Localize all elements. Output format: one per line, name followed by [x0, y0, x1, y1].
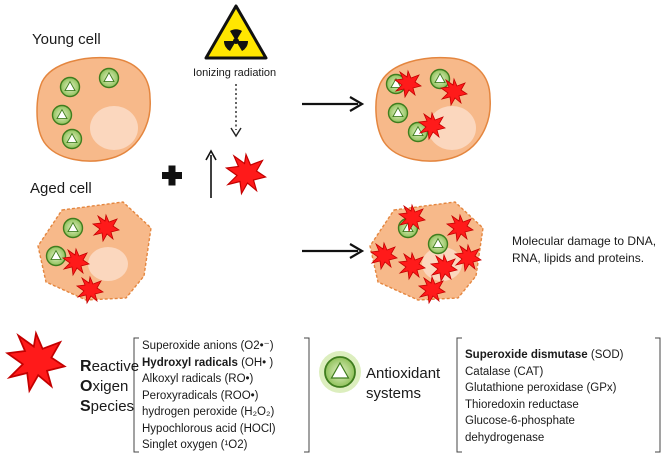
antioxidant-icon: [387, 102, 409, 124]
list-item: Alkoxyl radicals (RO•): [142, 373, 254, 385]
list-item: Hydroxyl radicals (OH• ): [142, 356, 274, 369]
molecular-damage-label: Molecular damage to DNA, RNA, lipids and…: [512, 234, 657, 265]
list-item: Singlet oxygen (¹O2): [142, 439, 248, 451]
antioxidant-legend-title: Antioxidant systems: [366, 365, 441, 402]
antioxidant-icon: [429, 68, 451, 90]
list-item: hydrogen peroxide (H₂O₂): [142, 406, 275, 418]
ionizing-radiation-label: Ionizing radiation: [193, 67, 277, 79]
ros-star-icon: [225, 153, 267, 195]
antioxidant-legend-icon: [319, 351, 361, 393]
list-item: Glucose-6-phosphate: [465, 415, 575, 427]
antioxidant-icon: [98, 67, 120, 89]
ros-legend-star-icon: [6, 332, 66, 392]
antioxidant-icon: [51, 104, 73, 126]
ros-increase-arrow: [205, 149, 217, 198]
transition-arrow: [302, 243, 365, 259]
antioxidant-icon: [62, 217, 84, 239]
ros-list: Superoxide anions (O2•⁻) Hydroxyl radica…: [142, 338, 276, 454]
antioxidant-list-bracket: [655, 337, 661, 453]
list-item: Superoxide anions (O2•⁻): [142, 340, 274, 352]
antioxidant-icon: [45, 245, 67, 267]
antioxidant-list: Superoxide dismutase (SOD) Catalase (CAT…: [465, 347, 624, 446]
aged-cell-damaged: [369, 201, 484, 304]
ros-list-bracket: [304, 337, 310, 453]
antioxidant-icon: [427, 233, 449, 255]
radiation-warning-icon: [204, 4, 268, 60]
antioxidant-icon: [61, 128, 83, 150]
list-item: Superoxide dismutase (SOD): [465, 349, 624, 361]
list-item: dehydrogenase: [465, 431, 545, 444]
list-item: Thioredoxin reductase: [465, 398, 579, 411]
antioxidant-list-bracket: [456, 337, 462, 453]
antioxidant-icon: [59, 76, 81, 98]
young-cell-label: Young cell: [32, 31, 101, 48]
list-item: Hypochlorous acid (HOCl): [142, 422, 276, 435]
list-item: Peroxyradicals (ROO•): [142, 389, 259, 402]
list-item: Catalase (CAT): [465, 365, 544, 378]
aged-cell-label: Aged cell: [30, 180, 92, 197]
transition-arrow: [302, 96, 365, 112]
young-cell-damaged: [375, 56, 491, 162]
plus-icon: [162, 165, 182, 186]
list-item: Glutathione peroxidase (GPx): [465, 382, 617, 394]
ros-list-bracket: [133, 337, 139, 453]
young-cell: [36, 56, 151, 162]
aged-cell: [37, 201, 152, 304]
ros-legend-title: Reactive Oxigen Species: [80, 358, 140, 415]
